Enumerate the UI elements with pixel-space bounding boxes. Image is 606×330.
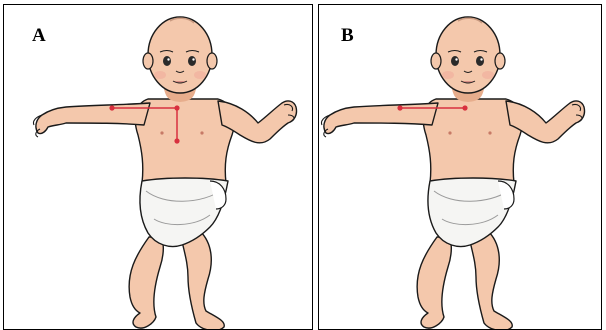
baby-illustration-b xyxy=(319,5,602,330)
right-eye xyxy=(188,56,196,66)
right-cheek xyxy=(482,71,494,79)
right-ear xyxy=(207,53,217,69)
arm-measure-start-dot xyxy=(109,105,114,110)
left-eye-glint xyxy=(167,58,169,60)
arm-measure-start-dot xyxy=(397,105,402,110)
right-eye xyxy=(476,56,484,66)
right-cheek xyxy=(194,71,206,79)
panel-b: B xyxy=(318,4,602,330)
left-cheek xyxy=(442,71,454,79)
arm-measure-end-dot xyxy=(462,105,467,110)
baby-body-group xyxy=(321,17,584,330)
left-nipple xyxy=(160,131,163,134)
right-leg xyxy=(182,231,224,330)
left-eye xyxy=(163,56,171,66)
left-eye-glint xyxy=(455,58,457,60)
right-eye-glint xyxy=(192,58,194,60)
right-eye-glint xyxy=(480,58,482,60)
right-leg xyxy=(470,231,512,330)
baby-illustration-a xyxy=(4,5,313,330)
left-leg xyxy=(417,237,451,328)
left-nipple xyxy=(448,131,451,134)
trunk-measure-end-dot xyxy=(174,138,179,143)
right-ear xyxy=(495,53,505,69)
right-nipple xyxy=(200,131,203,134)
left-ear xyxy=(143,53,153,69)
baby-body-group xyxy=(33,17,296,330)
left-eye xyxy=(451,56,459,66)
right-nipple xyxy=(488,131,491,134)
left-leg xyxy=(129,237,163,328)
left-cheek xyxy=(154,71,166,79)
left-ear xyxy=(431,53,441,69)
panel-a: A xyxy=(3,4,313,330)
